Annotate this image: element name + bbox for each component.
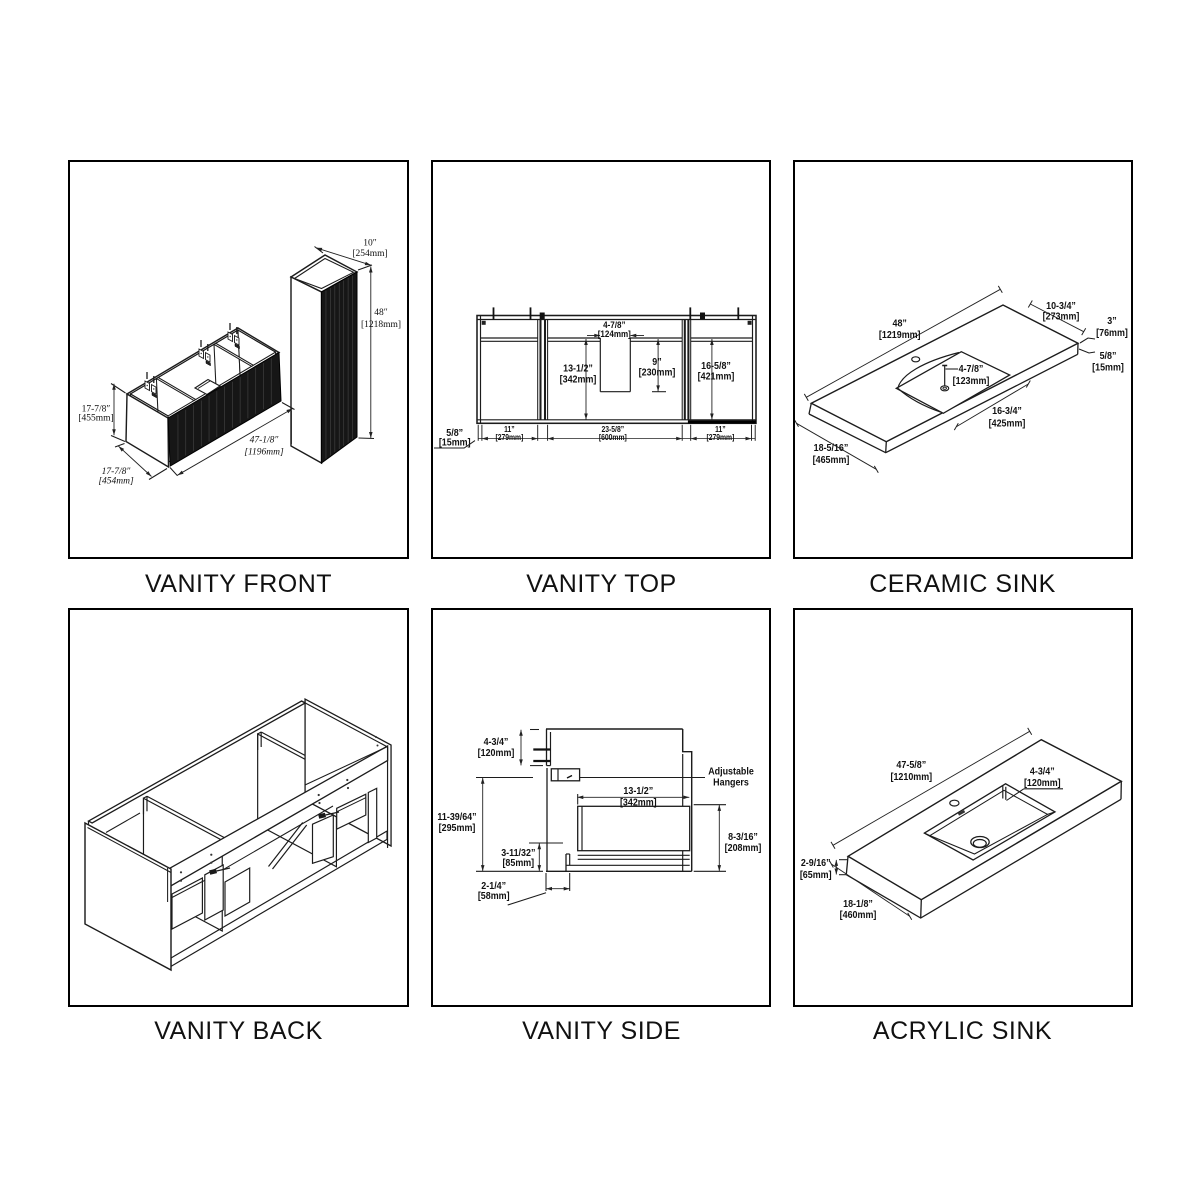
svg-text:[230mm]: [230mm] (639, 367, 676, 379)
svg-text:16-3/4”: 16-3/4” (992, 405, 1022, 417)
svg-text:48″: 48″ (374, 308, 388, 318)
svg-text:11”: 11” (504, 424, 515, 434)
svg-text:[120mm]: [120mm] (1024, 777, 1061, 789)
svg-text:18-5/16”: 18-5/16” (814, 442, 849, 454)
svg-text:17-7/8″: 17-7/8″ (102, 467, 132, 477)
svg-text:4-3/4”: 4-3/4” (484, 736, 509, 748)
svg-text:[1218mm]: [1218mm] (361, 320, 401, 330)
svg-text:[421mm]: [421mm] (698, 371, 735, 383)
svg-text:[124mm]: [124mm] (598, 328, 631, 339)
svg-text:10″: 10″ (363, 238, 377, 248)
svg-text:[460mm]: [460mm] (840, 909, 877, 921)
svg-text:[342mm]: [342mm] (620, 797, 657, 809)
svg-text:[76mm]: [76mm] (1096, 327, 1128, 339)
svg-text:23-5/8”: 23-5/8” (601, 424, 624, 434)
svg-text:47-5/8”: 47-5/8” (896, 759, 926, 771)
svg-text:[1219mm]: [1219mm] (879, 329, 921, 341)
svg-text:2-9/16”: 2-9/16” (801, 857, 831, 869)
svg-text:11-39/64”: 11-39/64” (437, 811, 476, 823)
svg-text:13-1/2”: 13-1/2” (563, 363, 593, 375)
svg-text:[1196mm]: [1196mm] (244, 447, 284, 457)
svg-text:[273mm]: [273mm] (1043, 311, 1080, 323)
svg-text:[295mm]: [295mm] (439, 822, 476, 834)
svg-text:[58mm]: [58mm] (478, 890, 510, 902)
svg-text:[15mm]: [15mm] (1092, 362, 1124, 374)
svg-text:[1210mm]: [1210mm] (890, 771, 932, 783)
svg-text:5/8”: 5/8” (446, 428, 463, 440)
svg-text:[65mm]: [65mm] (800, 869, 832, 881)
svg-text:[342mm]: [342mm] (560, 374, 597, 386)
svg-text:[85mm]: [85mm] (502, 857, 534, 869)
svg-text:18-1/8”: 18-1/8” (843, 898, 873, 910)
svg-text:9”: 9” (652, 356, 662, 368)
svg-text:3-11/32”: 3-11/32” (501, 847, 535, 859)
svg-text:[120mm]: [120mm] (478, 747, 515, 759)
svg-text:[279mm]: [279mm] (495, 433, 523, 443)
svg-text:[465mm]: [465mm] (813, 454, 850, 466)
svg-text:4-7/8”: 4-7/8” (959, 363, 984, 375)
svg-text:16-5/8”: 16-5/8” (701, 360, 731, 372)
svg-text:48”: 48” (893, 318, 907, 330)
svg-text:[208mm]: [208mm] (725, 842, 762, 854)
svg-text:[15mm]: [15mm] (439, 437, 471, 449)
svg-text:8-3/16”: 8-3/16” (728, 831, 758, 843)
svg-text:3”: 3” (1107, 315, 1117, 327)
svg-text:[425mm]: [425mm] (989, 418, 1026, 430)
svg-text:11”: 11” (715, 424, 726, 434)
svg-text:17-7/8″: 17-7/8″ (82, 404, 111, 414)
svg-text:47-1/8″: 47-1/8″ (250, 435, 280, 445)
svg-text:[254mm]: [254mm] (352, 249, 387, 259)
svg-text:Hangers: Hangers (713, 777, 749, 789)
svg-text:4-7/8”: 4-7/8” (603, 319, 625, 330)
svg-text:2-1/4”: 2-1/4” (481, 880, 506, 892)
svg-text:[123mm]: [123mm] (953, 375, 990, 387)
svg-text:[600mm]: [600mm] (599, 433, 627, 443)
svg-text:[454mm]: [454mm] (98, 476, 134, 486)
svg-text:[455mm]: [455mm] (78, 413, 113, 423)
svg-text:4-3/4”: 4-3/4” (1030, 766, 1055, 778)
svg-text:5/8”: 5/8” (1100, 350, 1117, 362)
svg-text:13-1/2”: 13-1/2” (623, 785, 653, 797)
svg-text:10-3/4”: 10-3/4” (1046, 300, 1076, 312)
svg-text:Adjustable: Adjustable (708, 766, 754, 778)
svg-text:[279mm]: [279mm] (706, 433, 734, 443)
